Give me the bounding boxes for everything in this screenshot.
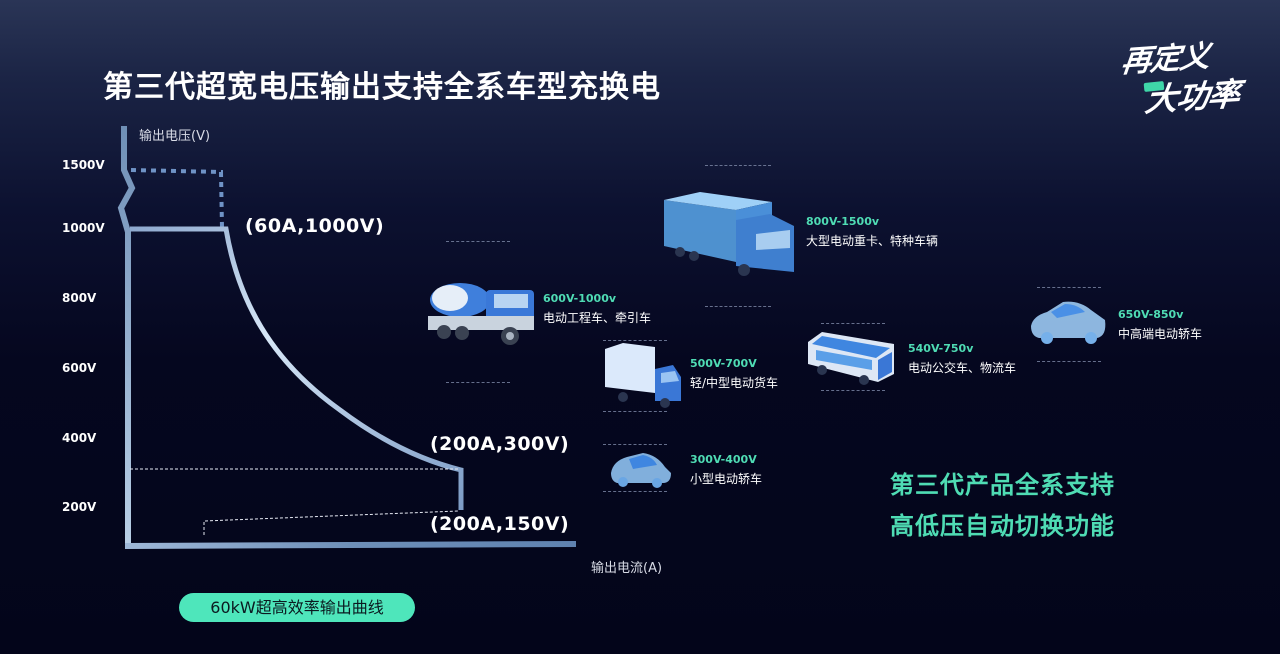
vehicle-heavy-truck: 800V-1500v 大型电动重卡、特种车辆 xyxy=(806,215,938,249)
vehicle-light-truck: 500V-700V 轻/中型电动货车 xyxy=(690,357,778,391)
guide-line-150v xyxy=(203,510,459,535)
heavy-truck-icon xyxy=(660,190,800,285)
x-axis-label: 输出电流(A) xyxy=(591,561,663,576)
divider xyxy=(705,165,771,166)
vehicle-name: 中高端电动轿车 xyxy=(1118,327,1203,341)
divider xyxy=(603,340,667,341)
vehicle-name: 大型电动重卡、特种车辆 xyxy=(806,234,939,248)
divider xyxy=(705,306,771,307)
y-tick-400: 400V xyxy=(62,431,97,445)
divider xyxy=(821,390,885,391)
divider xyxy=(446,241,510,242)
vehicle-range: 650V-850v xyxy=(1118,308,1184,321)
vehicle-sedan: 650V-850v 中高端电动轿车 xyxy=(1118,308,1202,342)
divider xyxy=(1037,361,1101,362)
x-axis xyxy=(124,541,577,549)
y-tick-800: 800V xyxy=(62,291,97,305)
divider xyxy=(603,411,667,412)
vehicle-name: 电动公交车、物流车 xyxy=(908,361,1017,375)
vehicle-range: 540V-750v xyxy=(908,342,974,355)
feature-highlight: 第三代产品全系支持 高低压自动切换功能 xyxy=(890,465,1115,547)
bus-icon xyxy=(806,330,898,386)
vehicle-mixer-truck: 600V-1000v 电动工程车、牵引车 xyxy=(543,292,651,326)
divider xyxy=(821,323,885,324)
vehicle-name: 小型电动轿车 xyxy=(690,472,763,486)
small-car-icon xyxy=(607,447,673,489)
annotation-200a-150v: (200A,150V) xyxy=(430,513,570,535)
y-tick-1000: 1000V xyxy=(62,221,105,235)
divider xyxy=(446,382,510,383)
vehicle-name: 轻/中型电动货车 xyxy=(690,376,779,390)
vehicle-name: 电动工程车、牵引车 xyxy=(543,311,652,325)
divider xyxy=(603,444,667,445)
y-tick-1500: 1500V xyxy=(62,158,105,172)
feature-highlight-line-2: 高低压自动切换功能 xyxy=(890,512,1115,540)
extended-range-dotted-line xyxy=(130,168,224,229)
y-tick-600: 600V xyxy=(62,361,97,375)
y-axis-label: 输出电压(V) xyxy=(139,129,211,144)
feature-highlight-line-1: 第三代产品全系支持 xyxy=(890,471,1115,499)
vehicle-range: 600V-1000v xyxy=(543,292,617,305)
output-curve xyxy=(130,226,464,510)
vehicle-range: 300V-400V xyxy=(690,453,757,466)
vehicle-range: 800V-1500v xyxy=(806,215,880,228)
annotation-200a-300v: (200A,300V) xyxy=(430,433,570,455)
light-truck-icon xyxy=(603,343,683,409)
divider xyxy=(1037,287,1101,288)
y-tick-200: 200V xyxy=(62,500,97,514)
slide-title: 第三代超宽电压输出支持全系车型充换电 xyxy=(103,70,661,105)
divider xyxy=(603,491,667,492)
curve-caption-pill: 60kW超高效率输出曲线 xyxy=(179,593,415,622)
sedan-icon xyxy=(1027,296,1109,348)
mixer-truck-icon xyxy=(424,276,540,348)
y-axis xyxy=(117,126,136,548)
vehicle-range: 500V-700V xyxy=(690,357,757,370)
vehicle-bus: 540V-750v 电动公交车、物流车 xyxy=(908,342,1016,376)
vehicle-small-car: 300V-400V 小型电动轿车 xyxy=(690,453,762,487)
annotation-60a-1000v: (60A,1000V) xyxy=(245,215,385,237)
